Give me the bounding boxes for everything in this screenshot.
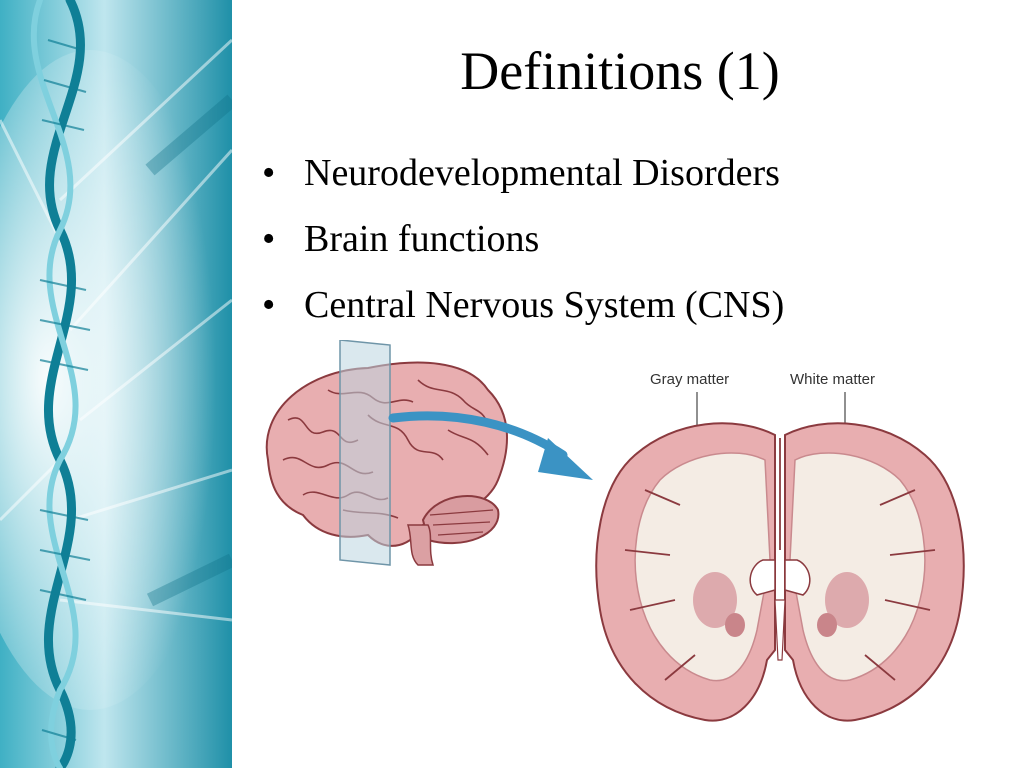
bullet-item: •Brain functions — [262, 218, 540, 260]
white-matter-label: White matter — [790, 371, 875, 388]
bullet-list: •Neurodevelopmental Disorders •Brain fun… — [262, 148, 784, 346]
dna-background-panel — [0, 0, 232, 768]
slide-title: Definitions (1) — [460, 41, 780, 101]
bullet-text: Neurodevelopmental Disorders — [304, 152, 780, 194]
bullet-text: Brain functions — [304, 218, 540, 260]
bullet-item: •Neurodevelopmental Disorders — [262, 152, 780, 194]
bullet-text: Central Nervous System (CNS) — [304, 284, 785, 326]
bullet-item: •Central Nervous System (CNS) — [262, 284, 785, 326]
brain-side-illustration — [248, 339, 618, 575]
gray-matter-label: Gray matter — [650, 371, 729, 388]
coronal-section-illustration: Gray matter White matter — [585, 360, 980, 745]
